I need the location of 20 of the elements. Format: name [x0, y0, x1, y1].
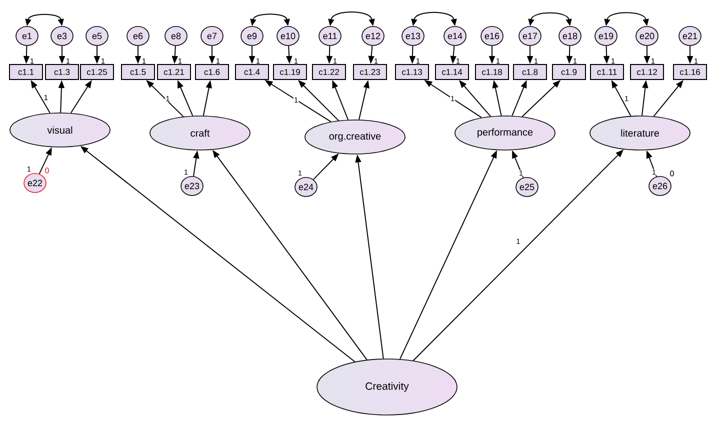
indicator-box: c1.6	[195, 64, 229, 80]
indicator-box: c1.3	[45, 64, 79, 80]
indicator-box: c1.19	[273, 64, 307, 80]
indicator-box: c1.4	[235, 64, 269, 80]
indicator-box: c1.14	[435, 64, 469, 80]
indicator-box: c1.25	[80, 64, 114, 80]
beside-label: 0	[45, 168, 49, 174]
indicator-box: c1.18	[475, 64, 509, 80]
indicator-box: c1.16	[673, 64, 707, 80]
indicator-box: c1.12	[630, 64, 664, 80]
indicator-box: c1.11	[590, 64, 624, 80]
indicator-box: c1.23	[353, 64, 387, 80]
indicator-box: c1.1	[9, 64, 43, 80]
indicator-box: c1.22	[312, 64, 346, 80]
indicator-box: c1.13	[395, 64, 429, 80]
indicator-box: c1.5	[121, 64, 155, 80]
indicator-box: c1.9	[552, 64, 586, 80]
beside-label: 0	[670, 170, 674, 176]
indicator-box: c1.8	[513, 64, 547, 80]
indicator-box: c1.21	[157, 64, 191, 80]
